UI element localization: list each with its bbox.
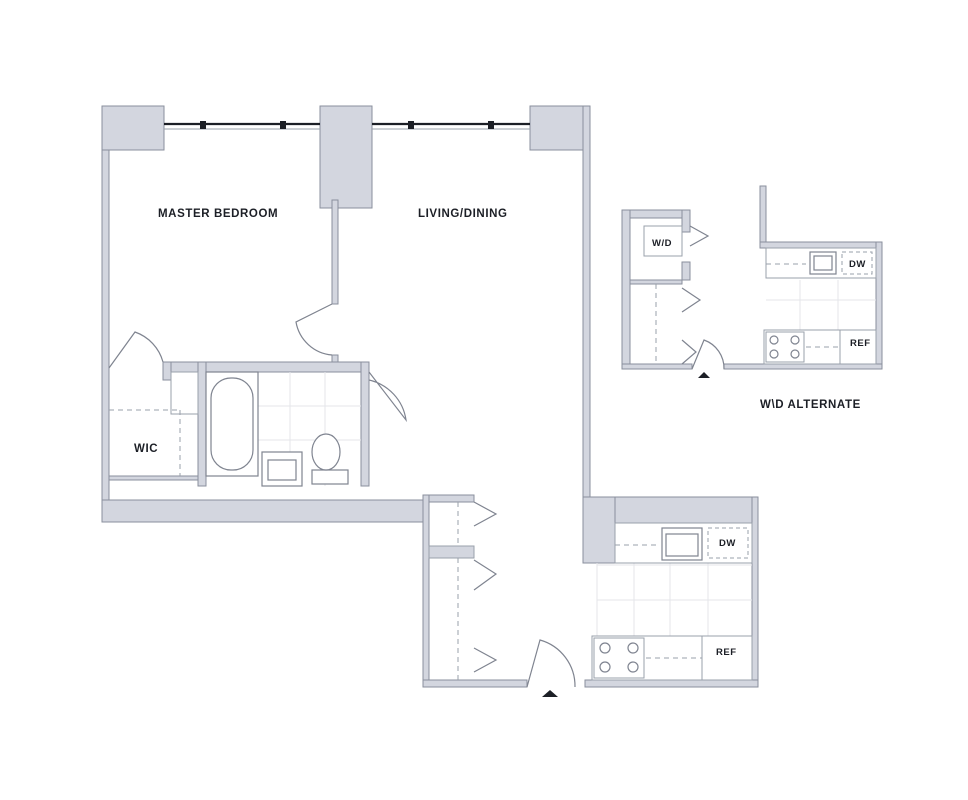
interior-walls [108,199,475,559]
washer-dryer [643,225,683,257]
entry-closets [428,502,475,680]
label-dishwasher-alt: DW [849,259,866,270]
bathroom [205,371,361,487]
toilet-tank [311,469,349,485]
label-dishwasher: DW [719,538,736,549]
windows [164,121,530,130]
label-refrigerator-alt: REF [850,338,871,349]
wd-alternate-inset: W/D DW REF [621,185,883,378]
toilet-bowl [311,433,341,471]
wic-shelving [109,371,199,476]
label-wic: WIC [134,443,158,455]
label-living-dining: LIVING/DINING [418,208,508,220]
entry-marker [542,690,558,697]
kitchen-tile-grid [596,563,752,636]
label-wd-alternate: W\D ALTERNATE [760,399,861,411]
kitchen [591,522,753,681]
refrigerator [701,635,753,681]
doors [108,303,576,688]
exterior-walls [101,105,759,688]
label-washer-dryer: W/D [652,238,672,249]
label-refrigerator: REF [716,647,737,658]
kitchen-counter [591,635,753,681]
label-master-bedroom: MASTER BEDROOM [158,208,278,220]
stove [593,637,645,679]
